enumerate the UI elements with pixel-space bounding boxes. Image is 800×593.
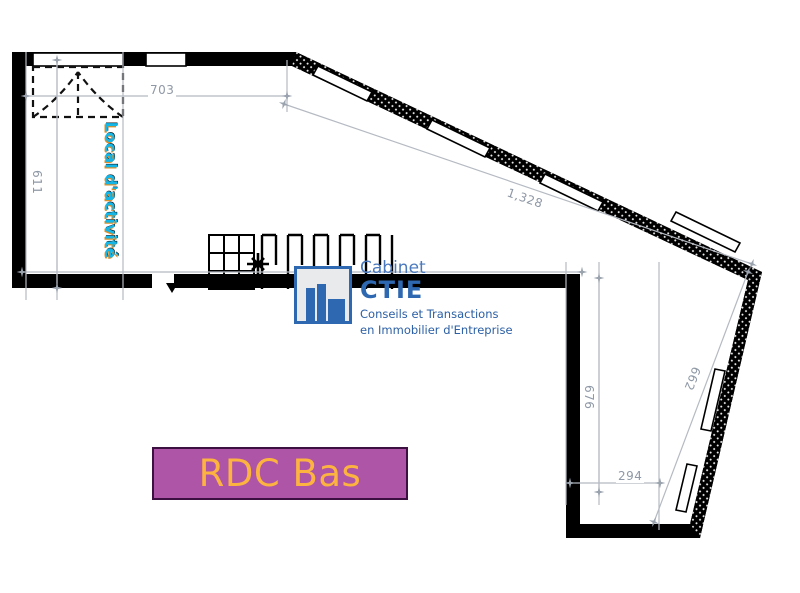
dimension-label-left-height: 611: [30, 168, 44, 197]
logo-tagline-line2: en Immobilier d'Entreprise: [360, 322, 513, 337]
dimension-label-right-height: 676: [582, 383, 596, 412]
logo-brand-main: CTIE: [360, 275, 424, 304]
dimension-label-top-width: 703: [148, 83, 177, 97]
door-swing: [31, 65, 125, 119]
floor-label-badge: RDC Bas: [152, 447, 408, 500]
floor-label-text: RDC Bas: [198, 452, 362, 495]
building-icon: [294, 266, 352, 324]
dimension-label-bottom-width: 294: [616, 469, 645, 483]
logo-text-block: Cabinet CTIE Conseils et Transactions en…: [360, 258, 513, 338]
wall-shell: [12, 52, 762, 538]
logo-brand-top: Cabinet: [360, 258, 426, 278]
logo-tagline-line1: Conseils et Transactions: [360, 307, 499, 322]
company-logo: Cabinet CTIE Conseils et Transactions en…: [294, 258, 522, 340]
dimension-lines: [16, 52, 758, 530]
